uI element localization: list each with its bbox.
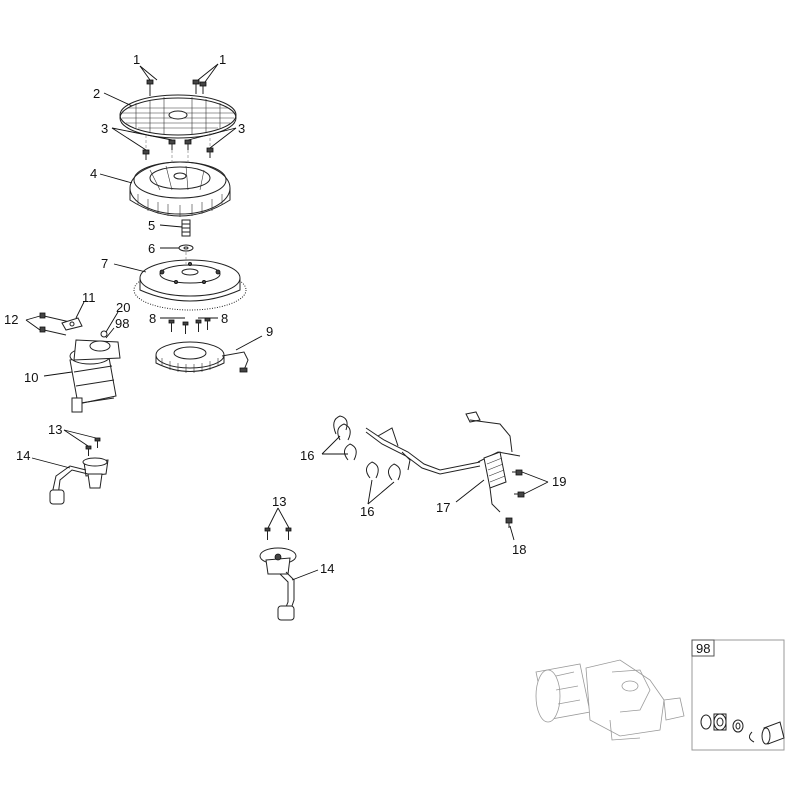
- callout-14: 14: [16, 448, 30, 463]
- part-regulator-17[interactable]: [483, 451, 507, 513]
- callout-14: 14: [320, 561, 334, 576]
- callout-9: 9: [266, 324, 273, 339]
- callout-8: 8: [149, 311, 156, 326]
- callout-1: 1: [133, 52, 140, 67]
- part-starter-motor-10[interactable]: [69, 339, 121, 413]
- inset-label-98: 98: [696, 641, 710, 656]
- part-screw-3-set[interactable]: [142, 139, 214, 160]
- callout-labels: 1 1 2 3 3 4 5 6 7 8 8 9 10 11 12 20 98 1…: [4, 52, 710, 656]
- inset-box-98: [691, 639, 785, 751]
- part-screw-1-left[interactable]: [146, 79, 154, 96]
- callout-98: 98: [115, 316, 129, 331]
- part-screw-13-center[interactable]: [264, 527, 292, 540]
- part-ignition-coil-14-left[interactable]: [49, 457, 109, 505]
- part-stator-9[interactable]: [155, 341, 249, 373]
- part-washer-6[interactable]: [178, 244, 194, 252]
- callout-3: 3: [238, 121, 245, 136]
- callout-1: 1: [219, 52, 226, 67]
- part-bolt-12[interactable]: [39, 312, 71, 336]
- callout-13: 13: [272, 494, 286, 509]
- callout-4: 4: [90, 166, 97, 181]
- part-stud-5[interactable]: [181, 219, 191, 237]
- part-ignition-coil-14-center[interactable]: [259, 547, 297, 621]
- callout-20: 20: [116, 300, 130, 315]
- callout-7: 7: [101, 256, 108, 271]
- callout-16: 16: [300, 448, 314, 463]
- part-screw-8-set[interactable]: [168, 317, 211, 334]
- part-bracket-11[interactable]: [61, 317, 83, 331]
- callout-18: 18: [512, 542, 526, 557]
- callout-16: 16: [360, 504, 374, 519]
- callout-17: 17: [436, 500, 450, 515]
- part-fan-4[interactable]: [129, 161, 231, 217]
- part-grill-screen-2[interactable]: [119, 94, 237, 139]
- callout-6: 6: [148, 241, 155, 256]
- part-screw-18[interactable]: [505, 517, 513, 528]
- callout-12: 12: [4, 312, 18, 327]
- callout-5: 5: [148, 218, 155, 233]
- callout-3: 3: [101, 121, 108, 136]
- part-screw-13-left[interactable]: [85, 437, 101, 456]
- callout-2: 2: [93, 86, 100, 101]
- part-flywheel-7[interactable]: [133, 259, 247, 311]
- callout-10: 10: [24, 370, 38, 385]
- part-terminal-20[interactable]: [100, 330, 108, 338]
- callout-13: 13: [48, 422, 62, 437]
- part-screw-1-right[interactable]: [192, 79, 207, 94]
- callout-8: 8: [221, 311, 228, 326]
- part-wire-harness-16[interactable]: [333, 411, 521, 481]
- inset-drive-parts-98[interactable]: [700, 713, 785, 745]
- part-screw-19-set[interactable]: [512, 469, 525, 498]
- callout-19: 19: [552, 474, 566, 489]
- inset-starter-motor-faint: [535, 659, 685, 741]
- callout-11: 11: [82, 290, 96, 305]
